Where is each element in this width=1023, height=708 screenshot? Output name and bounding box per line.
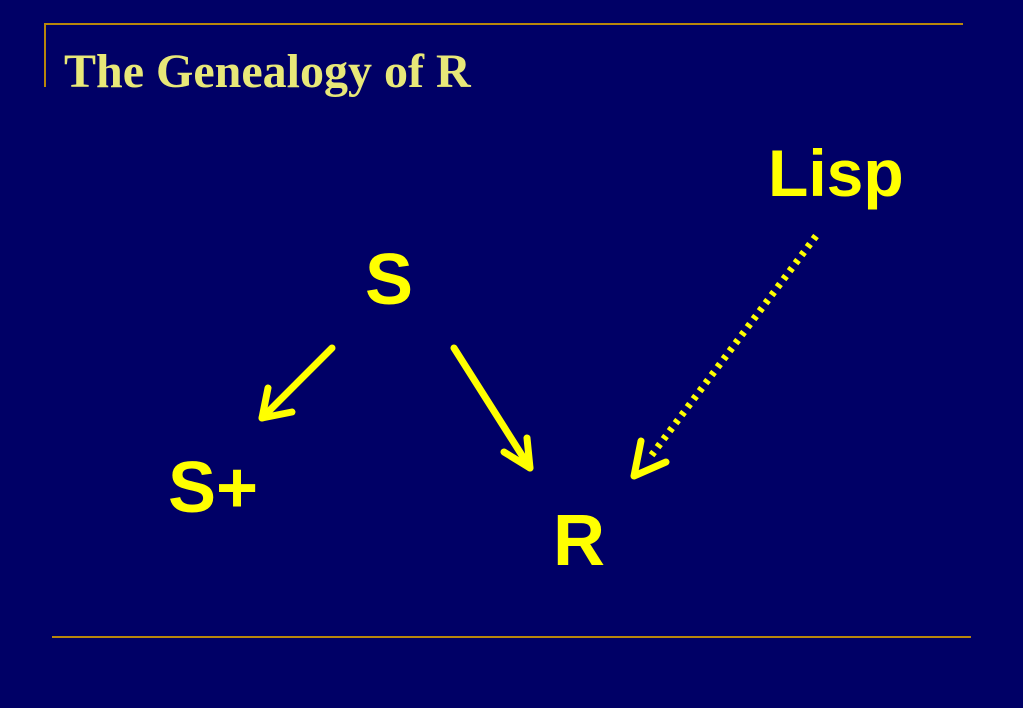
left-rule [44,23,46,87]
top-rule [44,23,963,25]
node-s-plus: S+ [168,448,259,528]
arrow-lisp-to-r-dotted [630,233,819,480]
bottom-rule [52,636,971,638]
node-lisp: Lisp [768,136,904,210]
arrow-s-to-s-plus [258,344,336,422]
arrow-s-to-r [450,344,534,472]
slide-title: The Genealogy of R [64,45,471,98]
node-r: R [553,501,605,581]
node-s: S [365,240,414,320]
